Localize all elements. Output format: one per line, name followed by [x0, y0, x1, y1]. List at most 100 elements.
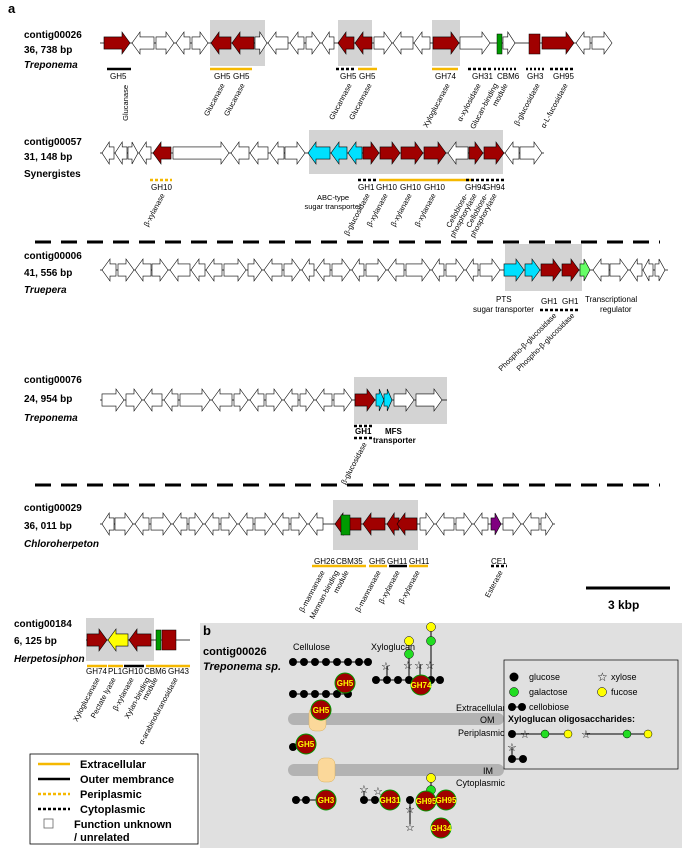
gene-arrow	[387, 258, 405, 282]
gene-arrow	[283, 388, 299, 412]
gene-arrow	[373, 31, 393, 55]
gene-arrows	[101, 388, 443, 412]
gh-label: GH5	[340, 72, 357, 81]
gene-arrow	[502, 30, 516, 56]
gh-label: GH5	[369, 557, 386, 566]
gh-label: GH94	[484, 183, 505, 192]
gh3-enzyme: GH3	[318, 796, 335, 805]
gene-arrow	[249, 388, 265, 412]
gene-arrow	[396, 512, 418, 536]
gene-arrow	[249, 141, 269, 165]
contig-id: contig00026	[24, 30, 82, 41]
gh-label: GH74	[435, 72, 456, 81]
gene-arrow	[125, 388, 143, 412]
gene-arrow	[305, 31, 321, 55]
legend-periplasmic: Periplasmic	[80, 789, 142, 801]
im-label: IM	[483, 766, 493, 776]
gene-arrow	[445, 258, 465, 282]
gh-labels: GH74 PL1 GH10 CBM6 GH43	[86, 667, 189, 676]
gene-arrow	[393, 388, 415, 412]
gene-arrow	[522, 512, 540, 536]
gene-arrow	[362, 512, 386, 536]
gene-arrow	[190, 258, 206, 282]
gene-arrow	[150, 512, 172, 536]
gene-arrow	[490, 512, 502, 536]
gh-label: GH3	[527, 72, 544, 81]
gene-arrow	[337, 31, 355, 55]
gene-arrow	[204, 512, 220, 536]
gene-arrow	[86, 628, 108, 652]
gene-arrow	[524, 258, 541, 282]
gene-arrow	[169, 258, 191, 282]
gene-arrow	[127, 141, 139, 165]
gh31-enzyme: GH31	[380, 796, 401, 805]
gh-label: GH74	[86, 667, 107, 676]
gene-arrow	[210, 31, 232, 55]
gene-arrow	[405, 258, 431, 282]
gene-arrow	[152, 141, 172, 165]
panel-b: b contig00026 Treponema sp. Cellulose Xy…	[200, 622, 682, 848]
gene-arrow	[575, 31, 591, 55]
gene-arrow	[629, 257, 643, 283]
gene-arrow	[230, 141, 250, 165]
contig-id: contig00057	[24, 137, 82, 148]
contig-organism: Treponema	[24, 413, 78, 424]
gene-arrow	[379, 141, 401, 165]
key-glucose: glucose	[529, 672, 560, 682]
function-label: sugar transporter	[473, 305, 534, 314]
row-contig00006: contig00006 41, 556 bp Truepera PTS suga…	[24, 244, 668, 373]
gh-label: GH10	[376, 183, 397, 192]
xyloglucan-chain: ☆ ☆ ☆ ☆	[372, 622, 444, 684]
gene-arrow	[468, 141, 484, 165]
gene-arrow	[465, 257, 479, 283]
periplasmic-label: Periplasmic	[458, 728, 505, 738]
gene-arrow	[591, 31, 613, 55]
gh-label: MFS	[385, 427, 403, 436]
sugar-key: glucose ☆ xylose galactose fucose cellob…	[503, 659, 679, 770]
gene-arrow	[502, 512, 522, 536]
gene-arrow	[172, 141, 230, 165]
gh-label: GH95	[553, 72, 574, 81]
gh-label: GH1	[541, 297, 558, 306]
gene-arrow	[431, 257, 445, 283]
gh-label: GH11	[387, 557, 408, 566]
gene-arrow	[269, 141, 285, 165]
gene-arrow	[541, 31, 575, 55]
svg-text:☆: ☆	[405, 822, 415, 834]
gene-arrow	[432, 31, 460, 55]
gene-arrow	[289, 31, 305, 55]
gh-labels: GH26 CBM35 GH5 GH11 GH11 CE1	[314, 557, 507, 566]
gene-arrow	[172, 512, 188, 536]
function-label: sugar transporter	[304, 202, 362, 211]
gh74-enzyme: GH74	[411, 681, 432, 690]
key-fucose: fucose	[611, 687, 638, 697]
function-labels: Glucanase Glucanase Glucanase Glucannase…	[121, 82, 570, 131]
gene-arrows	[101, 257, 666, 283]
contig-organism: Chloroherpeton	[24, 539, 99, 550]
gh-label: CBM6	[497, 72, 520, 81]
gene-arrow	[175, 31, 191, 55]
xyloglucan-label: Xyloglucan	[371, 642, 415, 652]
gene-arrow	[540, 258, 562, 282]
cellulose-chain-2	[289, 690, 352, 698]
gene-arrow	[290, 512, 308, 536]
svg-text:☆: ☆	[359, 784, 369, 796]
function-label: β-xylanase	[142, 192, 167, 228]
om-label: OM	[480, 715, 495, 725]
contig-id: contig00076	[24, 375, 82, 386]
enzymes: GH5 GH74 GH5 GH5 GH3 GH31 GH95 GH95 GH34	[295, 672, 457, 839]
gene-arrow	[101, 511, 115, 537]
legend: Extracellular Outer membrance Periplasmi…	[29, 753, 199, 845]
row-contig00076: contig00076 24, 954 bp Treponema GH1 MFS…	[24, 375, 447, 486]
gene-arrow	[233, 388, 249, 412]
gh-label: GH1	[355, 427, 372, 436]
im-transporter	[317, 757, 336, 783]
function-label: Glucanase	[121, 85, 130, 121]
gene-arrow	[301, 257, 315, 283]
gene-arrows	[101, 140, 543, 166]
gene-arrow	[211, 388, 233, 412]
gene-arrow	[117, 258, 135, 282]
gene-arrow	[519, 141, 543, 165]
gh-label: GH43	[168, 667, 189, 676]
gh95-enzyme: GH95	[436, 796, 457, 805]
